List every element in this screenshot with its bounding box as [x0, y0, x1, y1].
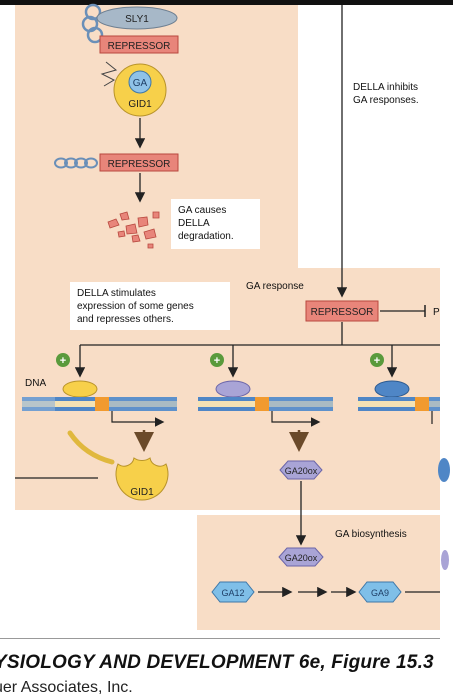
sly1-ellipse: [96, 6, 178, 30]
repressor-top: [99, 35, 179, 54]
ga-causes-line2: DELLA: [178, 218, 210, 229]
della-inhibits-line2: GA responses.: [353, 95, 419, 106]
plus-circle-3: [370, 353, 384, 367]
ga9-hex: [358, 581, 402, 603]
dna-strand-1: [22, 397, 177, 411]
repressor-response: [305, 300, 379, 322]
ga-causes-box: [171, 199, 260, 249]
dna-strand-2: [198, 397, 333, 411]
partial-purple-shape: [441, 550, 449, 570]
partial-blue-shape: [438, 458, 450, 482]
gid1-bottom-label: GID1: [130, 487, 154, 498]
plus-label-2: +: [214, 355, 220, 367]
dna-label: DNA: [25, 378, 46, 389]
ga-biosynthesis-label: GA biosynthesis: [335, 529, 407, 540]
ga-top-shape: [128, 70, 152, 94]
della-inhibits-line1: DELLA inhibits: [353, 82, 418, 93]
footer-divider: [0, 638, 440, 639]
tf-yellow: [62, 380, 98, 398]
tf-blue: [374, 380, 410, 398]
truncated-p-label: P: [433, 307, 440, 318]
gid1-tail: [67, 430, 115, 465]
della-stimulates-box: [70, 282, 230, 330]
plus-label-3: +: [374, 355, 380, 367]
ga-causes-line1: GA causes: [178, 205, 226, 216]
sly1-label: SLY1: [125, 14, 149, 25]
ga-causes-line3: degradation.: [178, 231, 234, 242]
ga12-label: GA12: [221, 588, 244, 598]
plus-circle-1: [56, 353, 70, 367]
gid1-bottom-shape: [115, 457, 169, 501]
repressor-mid: [99, 153, 179, 172]
ga9-label: GA9: [371, 588, 389, 598]
repressor-mid-label: REPRESSOR: [108, 159, 171, 170]
tf-purple: [215, 380, 251, 398]
binding-spikes: [100, 61, 118, 87]
ga-response-label: GA response: [246, 281, 304, 292]
gid1-top-label: GID1: [128, 99, 152, 110]
figure-caption-publisher: uer Associates, Inc.: [0, 679, 133, 696]
figure-caption-title: YSIOLOGY AND DEVELOPMENT 6e, Figure 15.3: [0, 652, 434, 673]
ga20ox-hex-1: [279, 460, 323, 480]
ga20ox-label-2: GA20ox: [285, 553, 318, 563]
repressor-top-label: REPRESSOR: [108, 41, 171, 52]
plus-circle-2: [210, 353, 224, 367]
bottom-panel: [197, 515, 440, 630]
ga-top-label: GA: [133, 78, 148, 89]
sly1-chain: [81, 3, 104, 44]
transcription-arrow-2: [271, 411, 321, 427]
ub-chain: [54, 157, 98, 169]
della-stimulates-line2: expression of some genes: [77, 301, 194, 312]
della-stimulates-line3: and represses others.: [77, 314, 174, 325]
plus-label-1: +: [60, 355, 66, 367]
repressor-response-label: REPRESSOR: [311, 307, 374, 318]
top-bar: [0, 0, 453, 5]
della-fragments: [107, 211, 160, 249]
transcription-arrow-1: [111, 411, 165, 427]
della-stimulates-line1: DELLA stimulates: [77, 288, 156, 299]
dna-strand-3: [358, 397, 440, 411]
footer: [0, 632, 453, 700]
ga20ox-label-1: GA20ox: [285, 466, 318, 476]
ga20ox-hex-2: [278, 547, 324, 567]
ga12-hex: [211, 581, 255, 603]
